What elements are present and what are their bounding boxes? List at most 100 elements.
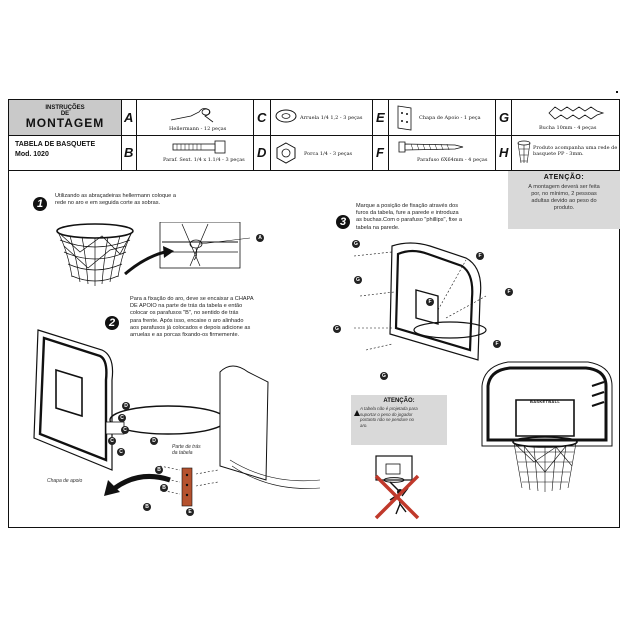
attention-line: adultas devido ao peso do <box>531 198 597 204</box>
part-caption-b: Paraf. Sext. 1/4 x 1.1/4 - 3 peças <box>163 157 245 163</box>
part-letter-h: H <box>499 145 509 160</box>
part-caption-a: Hellermann - 12 peças <box>169 126 227 132</box>
step-2-line: aos parafusos já colocados e depois adic… <box>130 324 251 331</box>
parts-header: INSTRUÇÕES DE MONTAGEM TABELA DE BASQUET… <box>9 100 619 171</box>
label-back-part: Parte de trás da tabela <box>172 444 201 456</box>
attention-box-main: ATENÇÃO: A montagem deverá ser feita por… <box>508 171 620 229</box>
callout-f: F <box>426 298 434 306</box>
step-3-illustration <box>353 242 487 361</box>
callout-f: F <box>505 288 513 296</box>
step-3-text: Marque a posição de fixação através dos … <box>356 203 462 232</box>
callout-d: D <box>122 402 130 410</box>
title-box: INSTRUÇÕES DE MONTAGEM TABELA DE BASQUET… <box>9 100 122 170</box>
step-1-illustration <box>56 222 251 286</box>
wood-screw-icon <box>398 141 464 153</box>
step-3-line: as buchas.Com o parafuso "phillips", fix… <box>356 217 462 224</box>
step-2-line: arruelas e as porcas fixando-os firmemen… <box>130 332 240 339</box>
step-2-line: colocar os parafusos "B", no sentido de … <box>130 310 239 317</box>
title-banner: INSTRUÇÕES DE MONTAGEM <box>9 100 121 136</box>
part-letter-d: D <box>257 145 267 160</box>
callout-f: F <box>493 340 501 348</box>
step-3-line: furos da tabela, fure a parede e introdu… <box>356 210 459 217</box>
washer-icon <box>275 109 297 123</box>
callout-a: A <box>256 234 264 242</box>
callout-g: G <box>352 240 360 248</box>
part-caption-h-line2: basquete PP - 3mm. <box>533 151 584 157</box>
step-number-3: 3 <box>336 215 350 229</box>
callout-c: C <box>121 426 129 434</box>
part-caption-d: Porca 1/4 - 3 peças <box>304 151 353 157</box>
hex-nut-icon <box>276 142 296 164</box>
step-2-line: Para a fixação do aro, deve se encaixar … <box>130 296 254 302</box>
part-letter-a: A <box>124 110 134 125</box>
backboard-brand-text: BASKETBALL <box>530 399 561 404</box>
part-caption-e: Chapa de Apoio - 1 peça <box>419 115 481 121</box>
no-hanging-icon <box>374 455 420 520</box>
attention-small-line: A tabela não é projetada para <box>360 406 418 411</box>
attention-small-title: ATENÇÃO: <box>383 398 415 404</box>
col-divider <box>253 100 254 170</box>
attention-box-small: ATENÇÃO: A tabela não é projetada para s… <box>351 395 447 445</box>
part-letter-b: B <box>124 145 134 160</box>
step-1-line: rede no aro e em seguida corte as sobras… <box>55 200 161 207</box>
basketball-net-icon <box>517 140 531 164</box>
attention-line: por, no mínimo, 2 pessoas <box>531 191 597 197</box>
attention-line: produto. <box>553 205 575 211</box>
hex-bolt-icon <box>172 140 226 154</box>
callout-b: B <box>155 466 163 474</box>
col-divider <box>495 100 496 170</box>
part-letter-e: E <box>376 110 385 125</box>
attention-small-line: aro. <box>360 422 368 428</box>
callout-f: F <box>476 252 484 260</box>
title-line2: DE <box>60 111 70 117</box>
title-line1: INSTRUÇÕES <box>45 105 85 111</box>
header-row-divider <box>121 135 619 136</box>
cable-tie-icon <box>170 108 214 123</box>
step-2-text: Para a fixação do aro, deve se encaixar … <box>130 296 254 339</box>
col-divider <box>136 100 137 170</box>
label-back-part-line2: da tabela <box>172 450 193 456</box>
step-3-line: Marque a posição de fixação através dos <box>356 203 458 209</box>
wall-plug-icon <box>548 106 605 120</box>
attention-title: ATENÇÃO: <box>543 174 585 181</box>
step-1-line: Utilizando as abraçadeiras hellermann co… <box>55 193 176 199</box>
product-line1: TABELA DE BASQUETE <box>15 141 96 148</box>
corner-mark <box>616 91 618 93</box>
step-2-illustration <box>33 329 321 507</box>
hoop-front-view <box>481 361 613 492</box>
warning-icon <box>354 410 360 416</box>
part-caption-h-line1: Produto acompanha uma rede de <box>533 145 618 151</box>
part-caption-f: Parafuso 6X64mm - 4 peças <box>417 157 488 163</box>
callout-c: C <box>108 437 116 445</box>
step-3-line: tabela na parede. <box>356 224 400 231</box>
step-2-line: DE APOIO na parte de trás da tabela e en… <box>130 303 243 310</box>
callout-c: C <box>118 414 126 422</box>
callout-d: D <box>150 437 158 445</box>
part-caption-c: Arruela 1/4 1,2 - 3 peças <box>300 115 363 121</box>
callout-b: B <box>160 484 168 492</box>
product-name: TABELA DE BASQUETE Mod. 1020 <box>15 140 95 160</box>
step-number-1: 1 <box>33 197 47 211</box>
label-support-plate: Chapa de apoio <box>47 478 83 484</box>
step-number-2: 2 <box>105 316 119 330</box>
part-letter-g: G <box>499 110 510 125</box>
part-letter-f: F <box>376 145 384 160</box>
callout-g: G <box>333 325 341 333</box>
col-divider <box>511 100 512 170</box>
title-line3: MONTAGEM <box>25 116 105 130</box>
part-caption-h: Produto acompanha uma rede de basquete P… <box>533 145 617 157</box>
attention-text: A montagem deverá ser feita por, no míni… <box>508 184 620 212</box>
step-1-text: Utilizando as abraçadeiras hellermann co… <box>55 193 176 207</box>
product-line2: Mod. 1020 <box>15 151 49 158</box>
attention-small-line: suportar o peso do jogador <box>360 411 413 417</box>
col-divider <box>270 100 271 170</box>
callout-c: C <box>117 448 125 456</box>
attention-small-line: portanto não se pendure no <box>360 417 414 423</box>
callout-e: E <box>186 508 194 516</box>
callout-g: G <box>380 372 388 380</box>
part-caption-g: Bucha 10mm - 4 peças <box>539 125 597 131</box>
callout-g: G <box>354 276 362 284</box>
step-2-line: para frente. Após isso, encaixe o aro al… <box>130 317 244 324</box>
col-divider <box>372 100 373 170</box>
callout-b: B <box>143 503 151 511</box>
